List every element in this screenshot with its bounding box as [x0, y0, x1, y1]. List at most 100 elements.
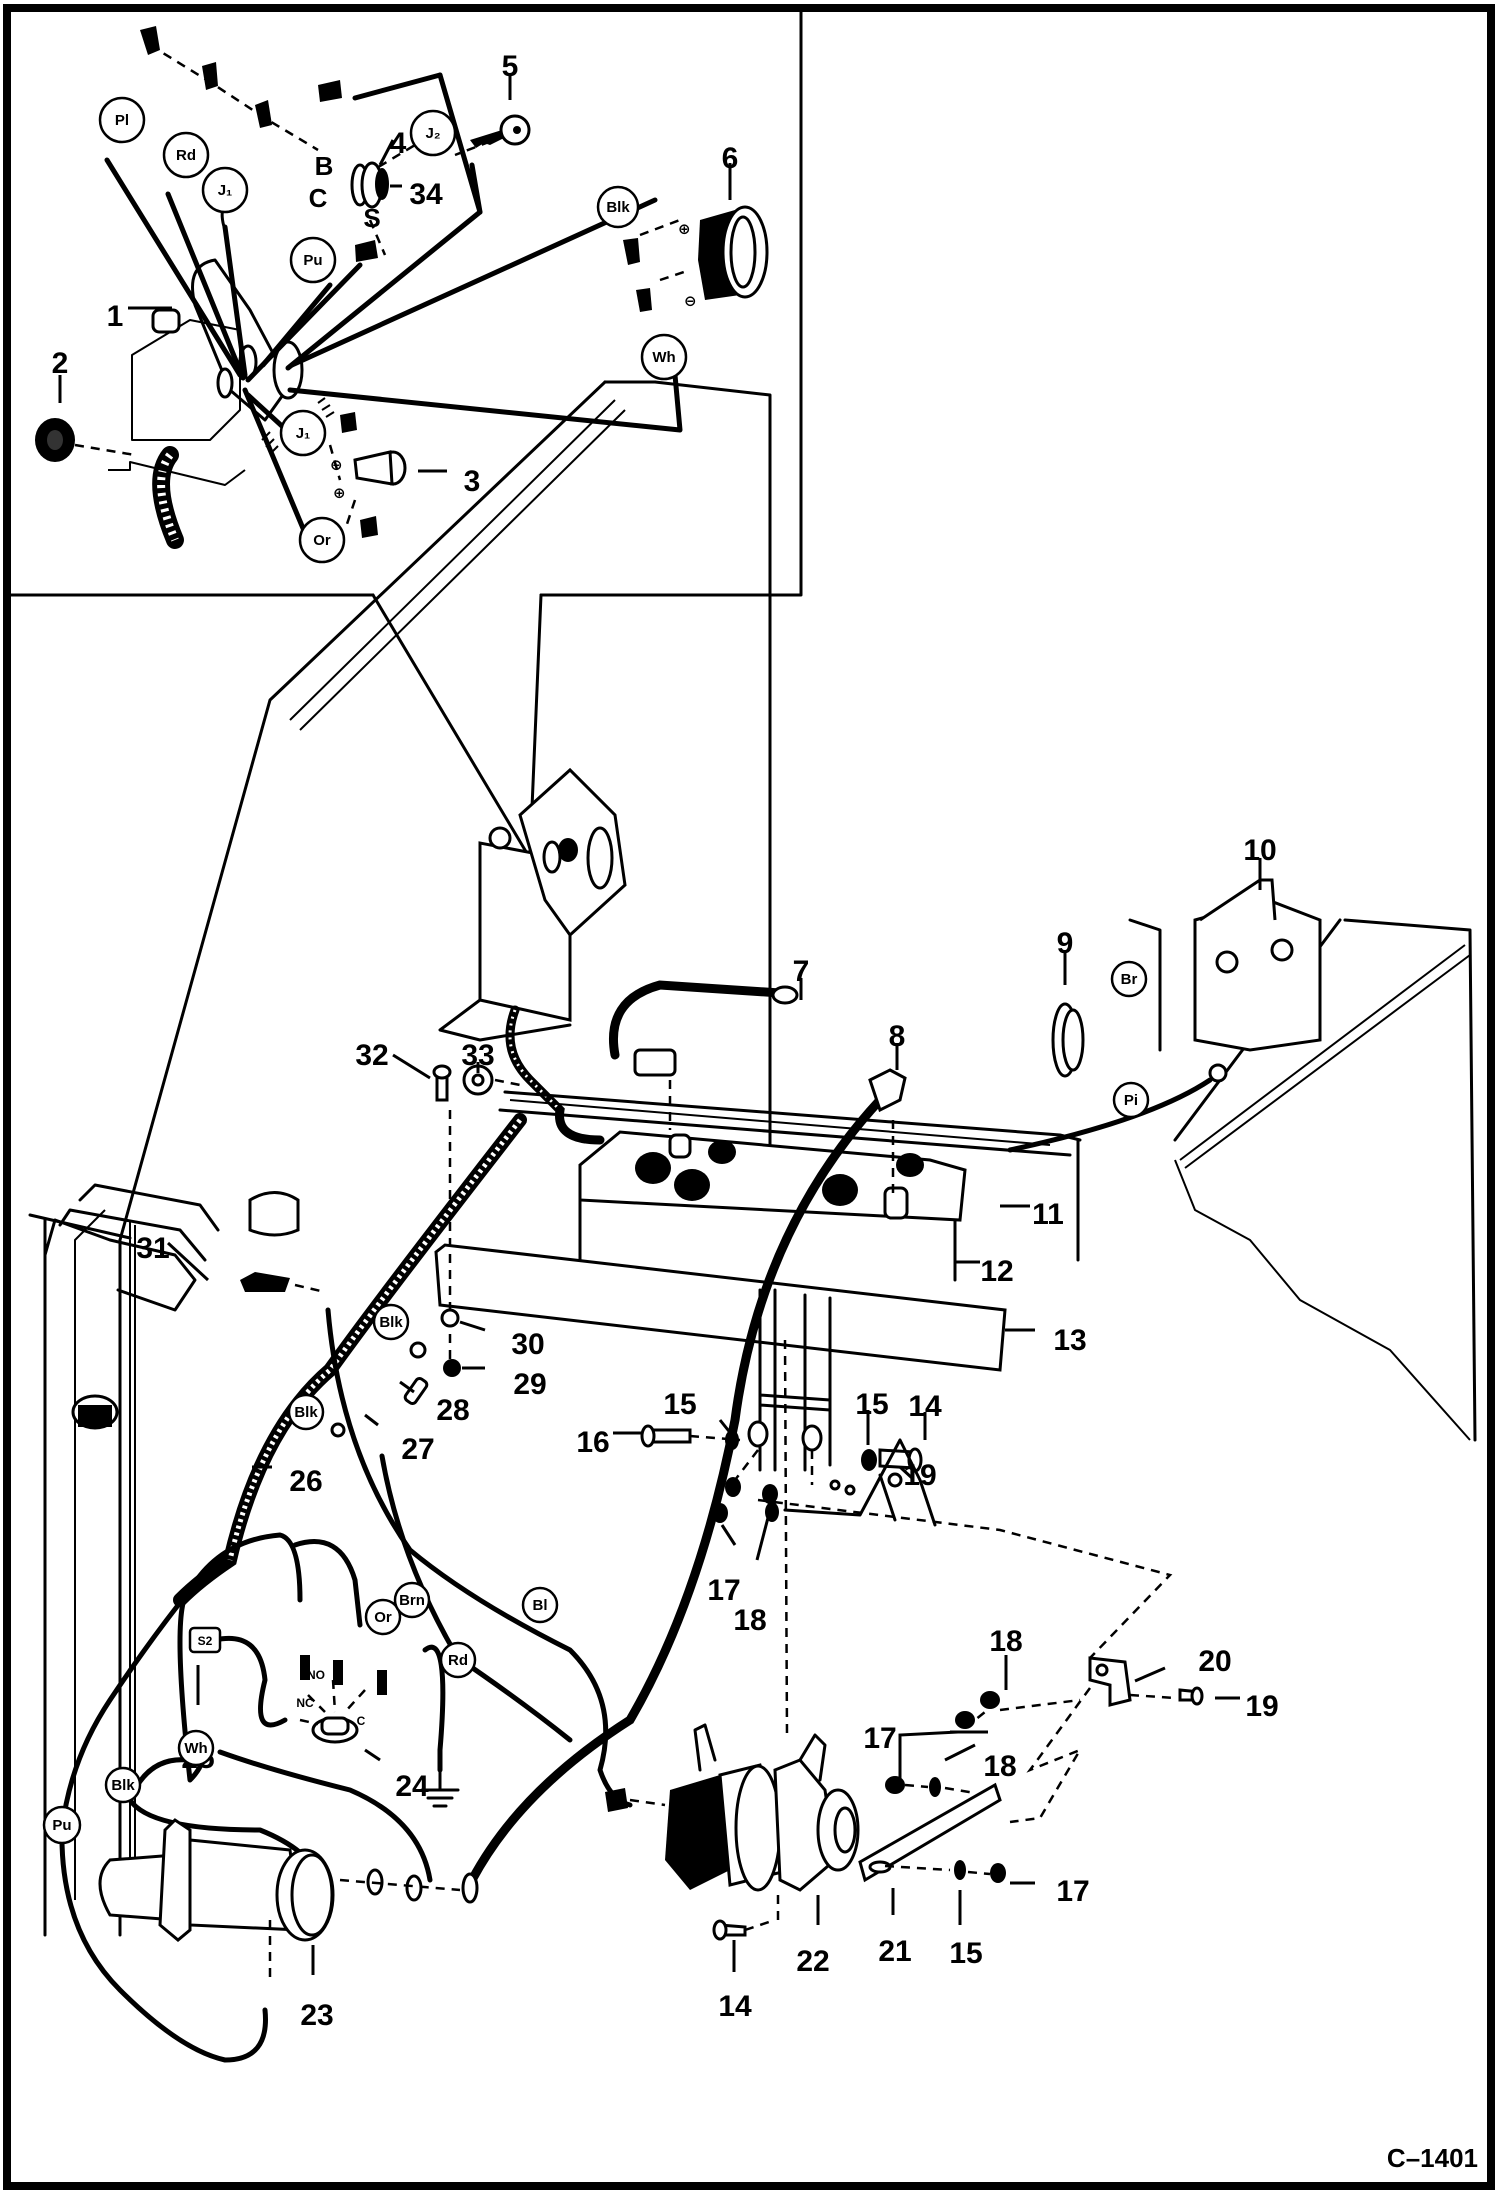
instrument-panel: [438, 767, 627, 1042]
wire-tag-j1b-label: J₁: [296, 425, 311, 442]
switch-terminal-s: S: [363, 203, 380, 233]
wire-tag-rd-label: Rd: [448, 1652, 468, 1669]
wire-tag-bl: [521, 1586, 559, 1624]
callout-19a: 19: [903, 1459, 936, 1492]
bracket-20: [1088, 1656, 1132, 1707]
gauge-negative-icon: ⊖: [684, 293, 697, 310]
callout-30: 30: [511, 1328, 544, 1361]
figure-id: C–1401: [1387, 2143, 1478, 2173]
relay: [299, 1655, 387, 1744]
relay-terminal-labels: NO NC C: [296, 1668, 365, 1728]
wire-tag-pu: [42, 1805, 82, 1845]
callout-34: 34: [409, 178, 443, 211]
wire-tag-wh: [177, 1729, 215, 1767]
switch-terminal-c: C: [309, 183, 328, 213]
component-tag-label: S2: [198, 1634, 213, 1648]
callout-9: 9: [1057, 927, 1074, 960]
callout-14a: 14: [908, 1390, 942, 1423]
adjusting-strap: [858, 1782, 1002, 1883]
callout-5: 5: [502, 50, 519, 83]
wire-tag-wh-label: Wh: [184, 1740, 207, 1757]
callout-24: 24: [395, 1770, 429, 1803]
callout-10: 10: [1243, 834, 1276, 867]
callout-22: 22: [796, 1945, 829, 1978]
wire-tag-blk3-label: Blk: [111, 1777, 135, 1794]
callout-8: 8: [889, 1020, 906, 1053]
switch-terminal-labels: BCS: [309, 151, 381, 233]
wire-tag-blk1-label: Blk: [379, 1314, 403, 1331]
wire-tag-or: [298, 516, 346, 564]
callout-13: 13: [1053, 1324, 1086, 1357]
wire-tag-br: [1110, 960, 1148, 998]
wire-tag-blk2: [287, 1393, 325, 1431]
wire-tag-pu: [289, 236, 337, 284]
gauge-positive-icon: ⊕: [678, 221, 691, 238]
wire-tag-j2-label: J₂: [425, 125, 440, 142]
wiring-harness-26: [173, 1113, 527, 1607]
callout-12: 12: [980, 1255, 1013, 1288]
callout-26: 26: [289, 1465, 322, 1498]
ground-symbol: [420, 1768, 460, 1808]
inset-drawing: ⊕ ⊖ ⊖ ⊕: [35, 26, 769, 549]
wire-tag-or-label: Or: [374, 1609, 392, 1626]
wire-tag-pl-label: Pl: [115, 112, 129, 129]
callout-3: 3: [464, 465, 481, 498]
right-tank: [1343, 918, 1477, 1442]
wire-tag-pu-label: Pu: [303, 252, 322, 269]
leader-4: [378, 139, 395, 166]
wire-tag-wh-label: Wh: [652, 349, 675, 366]
wire-tag-pl: [98, 96, 146, 144]
ignition-key: [470, 114, 531, 148]
callout-21: 21: [878, 1935, 911, 1968]
callout-14b: 14: [718, 1990, 752, 2023]
wire-tag-or-label: Or: [313, 532, 331, 549]
wire-tag-blk3: [104, 1766, 142, 1804]
panel-bracket: [131, 319, 241, 441]
relay-terminal-no: NO: [307, 1668, 325, 1682]
wire-tag-pi-label: Pi: [1124, 1092, 1138, 1109]
battery-cable-7: [609, 980, 785, 1060]
wire-tag-brn: [393, 1581, 431, 1619]
light-positive-icon: ⊕: [333, 485, 346, 502]
wire-tag-pu-label: Pu: [52, 1817, 71, 1834]
wire-tag-j1b: [279, 409, 327, 457]
wire-tag-blk: [596, 185, 640, 229]
wire-tag-blk2-label: Blk: [294, 1404, 318, 1421]
callout-19b: 19: [1245, 1690, 1278, 1723]
callout-20: 20: [1198, 1645, 1231, 1678]
callout-28: 28: [436, 1394, 469, 1427]
inset-border: [5, 6, 803, 597]
left-tank: [118, 380, 772, 1242]
wire-tag-rd: [439, 1641, 477, 1679]
panel-slot: [216, 367, 234, 399]
wire-tag-j2: [409, 109, 457, 157]
wire-tag-wh: [640, 333, 688, 381]
wire-tag-j1a-label: J₁: [218, 182, 233, 199]
wire-tag-j1a: [201, 166, 249, 214]
callout-27: 27: [401, 1433, 434, 1466]
wire-tag-bl-label: Bl: [533, 1597, 548, 1614]
component-tag-25: S2: [188, 1626, 222, 1654]
relay-terminal-nc: NC: [296, 1696, 314, 1710]
right-panel: [1193, 878, 1322, 1052]
hose: [152, 446, 184, 549]
callout-4: 4: [390, 127, 407, 160]
wire-tag-blk1: [372, 1303, 410, 1341]
wire-tag-pi: [1112, 1081, 1150, 1119]
wire-tag-or: [364, 1598, 402, 1636]
panel-nut: [151, 308, 181, 334]
relay-terminal-c: C: [357, 1714, 366, 1728]
wire-tag-rd: [162, 131, 210, 179]
page-border: [3, 4, 1495, 2190]
main-drawing: [28, 380, 1477, 2063]
starter-motor: [98, 1818, 479, 1980]
callout-18c: 18: [983, 1750, 1016, 1783]
battery-cable-8: [467, 1095, 885, 1885]
callout-18b: 18: [989, 1625, 1022, 1658]
battery-hold-down: [434, 1243, 1007, 1472]
callout-18a: 18: [733, 1604, 766, 1637]
callout-33: 33: [461, 1039, 494, 1072]
callout-31: 31: [136, 1232, 169, 1265]
